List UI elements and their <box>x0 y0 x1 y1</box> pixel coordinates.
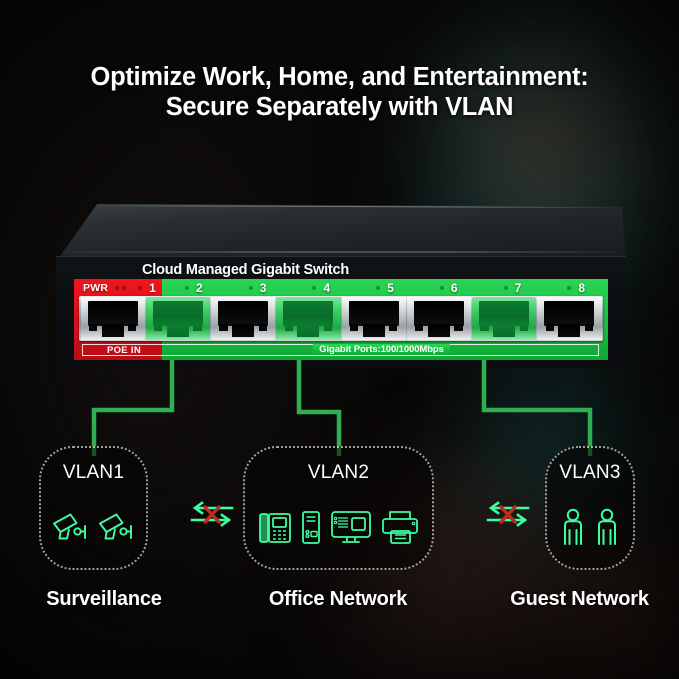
desk-phone-icon <box>259 513 291 543</box>
cctv-camera-icon <box>52 513 86 540</box>
person-icon <box>598 508 616 545</box>
caption-office-network: Office Network <box>268 588 408 610</box>
gigabit-section <box>162 279 608 360</box>
connector-vlan3 <box>481 360 593 456</box>
vlan1-icons <box>41 496 146 558</box>
caption-guest-network: Guest Network <box>510 588 649 610</box>
connector-vlan1 <box>91 360 175 456</box>
switch-front-panel: Cloud Managed Gigabit Switch PWR 1 <box>56 256 626 368</box>
headline-line-2: Secure Separately with VLAN <box>165 93 514 121</box>
vlan1-label: VLAN1 <box>62 462 125 483</box>
blocked-traffic-icon <box>486 501 530 527</box>
person-icon <box>564 508 582 545</box>
vlan2-icons <box>245 496 432 558</box>
poe-section <box>74 279 162 360</box>
blocked-traffic-icon <box>190 501 234 527</box>
switch-brand-label: Cloud Managed Gigabit Switch <box>142 262 350 278</box>
pc-tower-icon <box>302 511 320 544</box>
printer-icon <box>382 511 418 544</box>
switch-top-highlight <box>95 205 621 208</box>
vlan-connector-lines <box>91 360 593 456</box>
switch-port-panel <box>74 279 608 360</box>
vlan-group-3[interactable]: VLAN3 <box>545 446 635 570</box>
caption-surveillance: Surveillance <box>46 588 162 610</box>
vlan-group-2[interactable]: VLAN2 <box>243 446 434 570</box>
monitor-icon <box>331 511 371 543</box>
switch-top-panel <box>56 204 626 262</box>
network-switch-device: Cloud Managed Gigabit Switch PWR 1 <box>56 204 626 368</box>
connector-vlan2 <box>296 360 342 456</box>
vlan-group-1[interactable]: VLAN1 <box>39 446 148 570</box>
switch-top-face <box>56 204 626 262</box>
vlan3-icons <box>547 496 633 558</box>
cctv-camera-icon <box>98 513 132 540</box>
headline-line-1: Optimize Work, Home, and Entertainment: <box>90 63 589 91</box>
vlan3-label: VLAN3 <box>559 462 621 483</box>
switch-top-seam <box>62 251 620 253</box>
headline: Optimize Work, Home, and Entertainment: … <box>0 62 679 122</box>
vlan2-label: VLAN2 <box>307 462 370 483</box>
